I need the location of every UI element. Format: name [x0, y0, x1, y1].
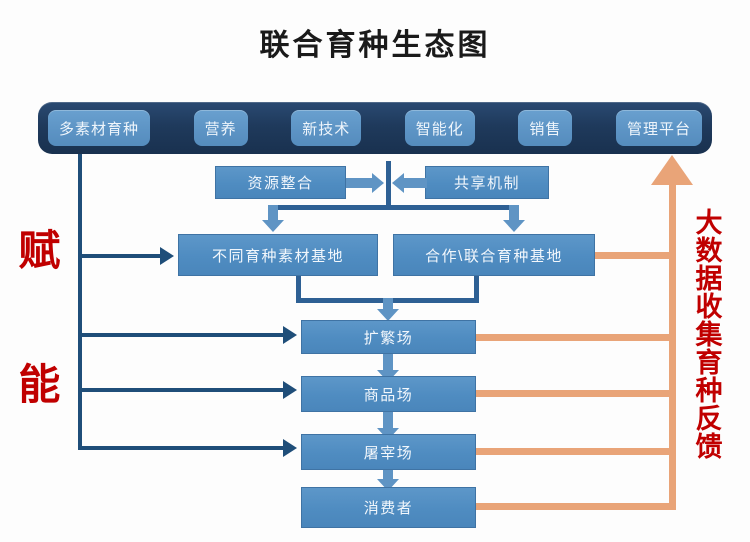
chain-shaft-commodity-to-slaughter [383, 412, 393, 429]
merge-drop-shaft [383, 298, 393, 310]
top-capability-bar: 多素材育种 营养 新技术 智能化 销售 管理平台 [38, 102, 712, 154]
feedback-line-slaughter [476, 448, 674, 455]
link-resource-to-junction-head [372, 173, 384, 193]
nav-pill-management-platform[interactable]: 管理平台 [615, 110, 702, 146]
node-consumer[interactable]: 消费者 [301, 487, 476, 528]
merge-drop-head [377, 309, 399, 321]
feedback-line-consumer [476, 503, 674, 510]
junction-split-bar [270, 205, 516, 210]
node-material-base[interactable]: 不同育种素材基地 [178, 234, 378, 276]
label-empower-neng: 能 [12, 362, 60, 406]
enablement-arrow-line-multiplication [78, 333, 283, 337]
left-enablement-spine [78, 154, 82, 450]
node-multiplication-farm[interactable]: 扩繁场 [301, 320, 476, 354]
nav-pill-sales[interactable]: 销售 [518, 110, 573, 146]
chain-shaft-slaughter-to-consumer [383, 470, 393, 481]
node-sharing-mechanism[interactable]: 共享机制 [425, 166, 549, 199]
node-slaughterhouse[interactable]: 屠宰场 [301, 434, 476, 470]
enablement-arrow-line-commodity [78, 388, 283, 392]
merge-right-stem [474, 276, 479, 302]
nav-pill-new-technology[interactable]: 新技术 [291, 110, 362, 146]
enablement-arrow-line-slaughter [78, 446, 283, 450]
link-sharing-to-junction [403, 178, 427, 188]
nav-pill-nutrition[interactable]: 营养 [193, 110, 248, 146]
junction-drop-right-head [503, 220, 525, 232]
enablement-arrow-head-commodity [283, 381, 297, 399]
enablement-arrow-head-multiplication [283, 326, 297, 344]
feedback-arrow-head-up [651, 155, 693, 185]
feedback-vertical-spine [669, 180, 676, 510]
label-bigdata-feedback: 大数据收集育种反馈 [691, 208, 722, 460]
junction-drop-right-shaft [509, 205, 519, 221]
enablement-arrow-head-slaughter [283, 439, 297, 457]
junction-vertical-line [386, 161, 391, 209]
feedback-line-multiplication [476, 334, 674, 341]
nav-pill-intelligence[interactable]: 智能化 [404, 110, 475, 146]
feedback-line-joint-base [595, 252, 674, 259]
enablement-arrow-line-material-base [78, 254, 160, 258]
node-joint-breeding-base[interactable]: 合作\联合育种基地 [393, 234, 595, 276]
label-empower-fu: 赋 [12, 228, 60, 272]
link-sharing-to-junction-head [392, 173, 404, 193]
page-title: 联合育种生态图 [259, 29, 491, 62]
enablement-arrow-head-material-base [160, 247, 174, 265]
nav-pill-multi-material-breeding[interactable]: 多素材育种 [48, 110, 151, 146]
link-resource-to-junction [346, 178, 373, 188]
node-commodity-farm[interactable]: 商品场 [301, 376, 476, 412]
feedback-line-commodity [476, 390, 674, 397]
merge-left-stem [296, 276, 301, 302]
chain-shaft-multiplication-to-commodity [383, 354, 393, 371]
junction-drop-left-shaft [268, 205, 278, 221]
node-resource-integration[interactable]: 资源整合 [215, 166, 346, 199]
junction-drop-left-head [262, 220, 284, 232]
